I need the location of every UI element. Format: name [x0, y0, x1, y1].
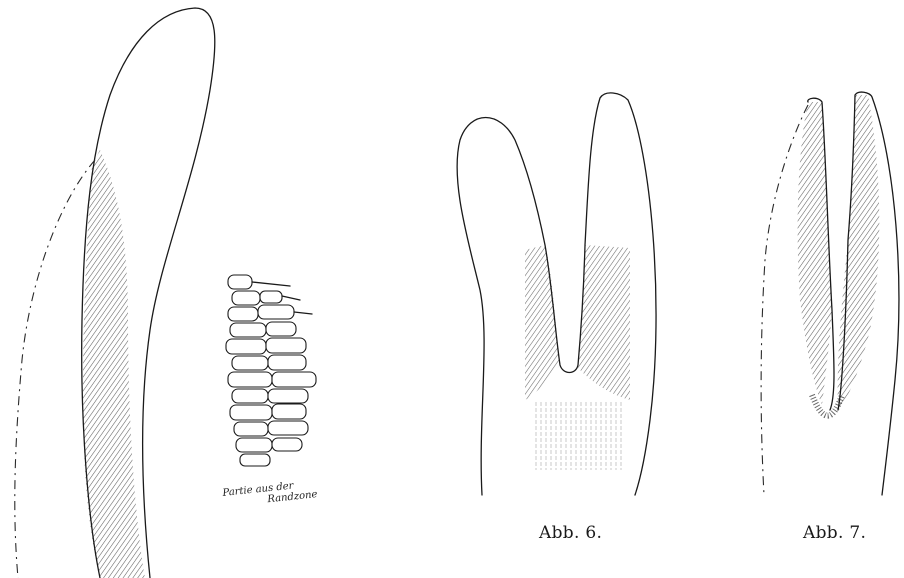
abb7-caption: Abb. 7. [803, 523, 866, 543]
figure-abb7 [761, 92, 899, 495]
abb6-caption: Abb. 6. [539, 523, 602, 543]
abb7-notch-base [812, 395, 842, 416]
cell-inset [226, 275, 316, 466]
figure-abb6 [457, 93, 656, 495]
left-figure [15, 8, 215, 578]
abb6-shading-right [578, 245, 630, 400]
left-outline-dashed [15, 160, 95, 578]
abb7-shading-right [838, 95, 880, 410]
abb6-striations [535, 400, 625, 470]
left-hatched-band [83, 150, 145, 578]
abb7-shading-left [798, 102, 832, 405]
